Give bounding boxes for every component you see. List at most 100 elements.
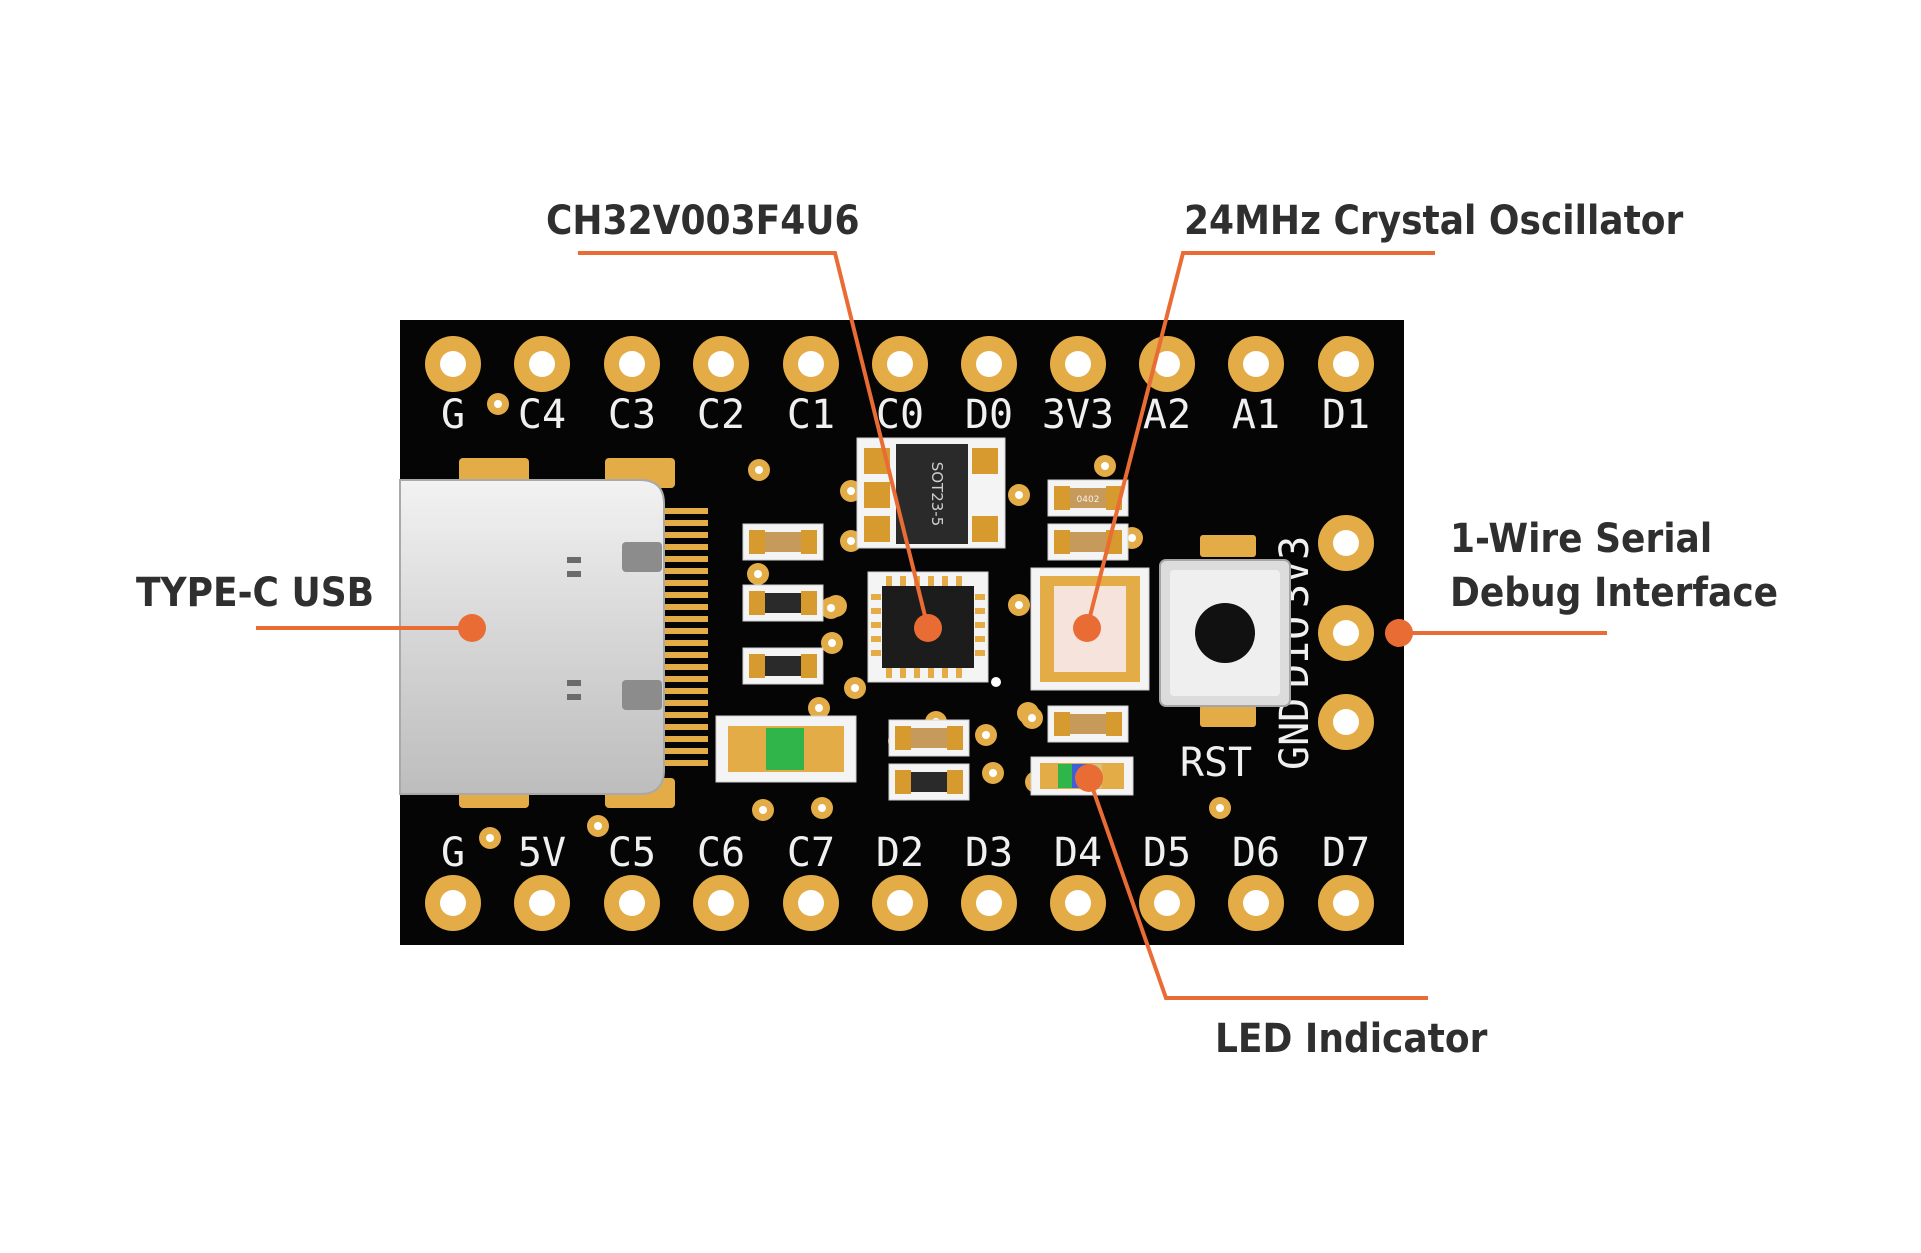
leader-dot-led xyxy=(1075,764,1103,792)
reset-button-label: RST xyxy=(1180,740,1252,786)
pin-label-bottom-2: 5V xyxy=(518,830,566,876)
voltage-regulator: SOT23-5 xyxy=(856,437,1006,549)
pad-bottom-11 xyxy=(1318,875,1374,931)
pad-top-1 xyxy=(425,336,481,392)
leader-led xyxy=(1087,777,1428,1000)
pin-label-bottom-3: C5 xyxy=(608,830,656,876)
pin-label-gnd: GND xyxy=(1272,698,1318,770)
pad-top-9 xyxy=(1139,336,1195,392)
via xyxy=(975,724,997,746)
passive-component xyxy=(888,763,970,801)
pin-label-top-8: 3V3 xyxy=(1042,392,1114,438)
pad-debug-dio xyxy=(1318,605,1374,661)
pad-top-8 xyxy=(1050,336,1106,392)
passive-component xyxy=(742,523,824,561)
pad-bottom-1 xyxy=(425,875,481,931)
pin-label-top-1: G xyxy=(441,392,465,438)
via xyxy=(1209,797,1231,819)
passive-component xyxy=(1047,705,1129,743)
pin-label-top-7: D0 xyxy=(965,392,1013,438)
smd-passives: 0402 xyxy=(742,479,1129,801)
via xyxy=(748,459,770,481)
pad-bottom-8 xyxy=(1050,875,1106,931)
pad-top-10 xyxy=(1228,336,1284,392)
pad-bottom-6 xyxy=(872,875,928,931)
leader-dot-debug xyxy=(1385,619,1413,647)
passive-component xyxy=(742,647,824,685)
pin-label-bottom-4: C6 xyxy=(697,830,745,876)
via xyxy=(844,677,866,699)
via xyxy=(1008,594,1030,616)
pin-label-bottom-7: D3 xyxy=(965,830,1013,876)
pin-label-top-3: C3 xyxy=(608,392,656,438)
top-pin-header xyxy=(425,336,1374,392)
pad-top-2 xyxy=(514,336,570,392)
via xyxy=(1008,484,1030,506)
usb-signal-pads xyxy=(660,508,708,766)
passive-component xyxy=(742,584,824,622)
regulator-marking: SOT23-5 xyxy=(928,462,946,527)
pad-bottom-4 xyxy=(693,875,749,931)
pin-label-bottom-5: C7 xyxy=(787,830,835,876)
pad-bottom-9 xyxy=(1139,875,1195,931)
pad-top-6 xyxy=(872,336,928,392)
pin-label-bottom-1: G xyxy=(441,830,465,876)
vias xyxy=(479,393,1231,849)
power-led xyxy=(715,715,857,783)
via xyxy=(1094,455,1116,477)
callout-debug-line2: Debug Interface xyxy=(1450,569,1778,615)
pin-label-top-10: A1 xyxy=(1232,392,1280,438)
via xyxy=(808,697,830,719)
pad-top-7 xyxy=(961,336,1017,392)
via xyxy=(479,827,501,849)
via xyxy=(811,797,833,819)
leader-dot-crystal xyxy=(1073,614,1101,642)
leader-mcu xyxy=(578,251,930,629)
pad-top-3 xyxy=(604,336,660,392)
passive-marking: 0402 xyxy=(1077,495,1100,505)
callout-usb: TYPE-C USB xyxy=(136,569,374,615)
pin-label-top-4: C2 xyxy=(697,392,745,438)
pin-label-bottom-11: D7 xyxy=(1322,830,1370,876)
pad-top-4 xyxy=(693,336,749,392)
leader-dot-usb xyxy=(458,614,486,642)
usb-shell-slot xyxy=(622,542,662,572)
bottom-pin-header xyxy=(425,875,1374,931)
callout-led: LED Indicator xyxy=(1215,1015,1488,1061)
callout-labels: CH32V003F4U6 24MHz Crystal Oscillator TY… xyxy=(136,197,1778,1061)
pad-bottom-3 xyxy=(604,875,660,931)
leader-crystal xyxy=(1085,251,1435,629)
via xyxy=(752,799,774,821)
pin-label-bottom-6: D2 xyxy=(876,830,924,876)
pin-label-top-2: C4 xyxy=(518,392,566,438)
pad-top-5 xyxy=(783,336,839,392)
pin-label-top-6: C0 xyxy=(876,392,924,438)
usb-shell-slot xyxy=(622,680,662,710)
reset-button xyxy=(1159,535,1291,727)
callout-crystal: 24MHz Crystal Oscillator xyxy=(1184,197,1684,243)
passive-component: 0402 xyxy=(1047,479,1129,517)
pin-label-bottom-10: D6 xyxy=(1232,830,1280,876)
pin-label-top-9: A2 xyxy=(1143,392,1191,438)
pad-bottom-5 xyxy=(783,875,839,931)
pad-bottom-2 xyxy=(514,875,570,931)
usb-shell xyxy=(399,479,665,795)
pad-bottom-10 xyxy=(1228,875,1284,931)
via xyxy=(820,597,842,619)
usb-shell-notch xyxy=(567,694,581,700)
passive-component xyxy=(1047,523,1129,561)
usb-shell-notch xyxy=(567,557,581,563)
via xyxy=(747,563,769,585)
usb-shell-notch xyxy=(567,571,581,577)
callout-mcu: CH32V003F4U6 xyxy=(546,197,860,243)
via xyxy=(587,815,609,837)
via xyxy=(821,632,843,654)
top-pin-labels: G C4 C3 C2 C1 C0 D0 3V3 A2 A1 D1 xyxy=(441,392,1370,438)
pad-top-11 xyxy=(1318,336,1374,392)
bottom-pin-labels: G 5V C5 C6 C7 D2 D3 D4 D5 D6 D7 xyxy=(441,830,1370,876)
usb-c-connector xyxy=(399,458,708,808)
via xyxy=(982,762,1004,784)
via xyxy=(1021,707,1043,729)
via xyxy=(487,393,509,415)
